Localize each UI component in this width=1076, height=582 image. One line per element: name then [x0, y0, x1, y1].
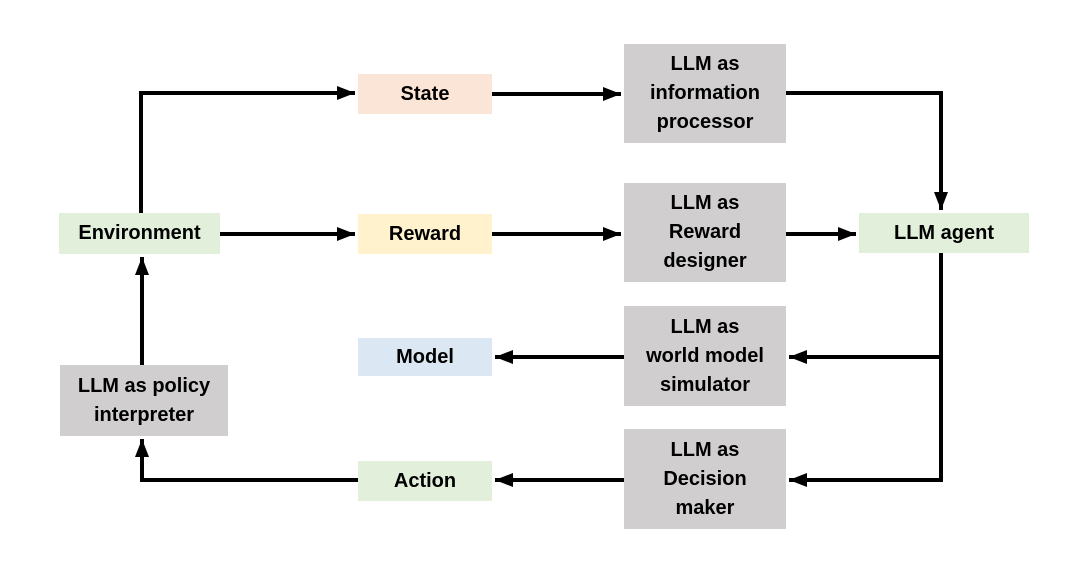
arrow-info-processor-to-llm-agent	[786, 91, 948, 210]
node-llm-as-world-model-simulator: LLM as world model simulator	[624, 306, 786, 406]
node-llm-agent: LLM agent	[859, 213, 1029, 253]
arrow-action-to-policy-interpreter	[135, 439, 358, 482]
node-state: State	[358, 74, 492, 114]
node-environment: Environment	[59, 213, 220, 254]
node-reward: Reward	[358, 214, 492, 254]
node-model: Model	[358, 338, 492, 376]
node-llm-as-decision-maker: LLM as Decision maker	[624, 429, 786, 529]
node-llm-as-reward-designer: LLM as Reward designer	[624, 183, 786, 282]
node-llm-as-information-processor: LLM as information processor	[624, 44, 786, 143]
arrow-llm-agent-to-decision-maker	[789, 253, 943, 487]
node-action: Action	[358, 461, 492, 501]
node-llm-as-policy-interpreter: LLM as policy interpreter	[60, 365, 228, 436]
arrow-environment-to-state	[139, 86, 355, 213]
